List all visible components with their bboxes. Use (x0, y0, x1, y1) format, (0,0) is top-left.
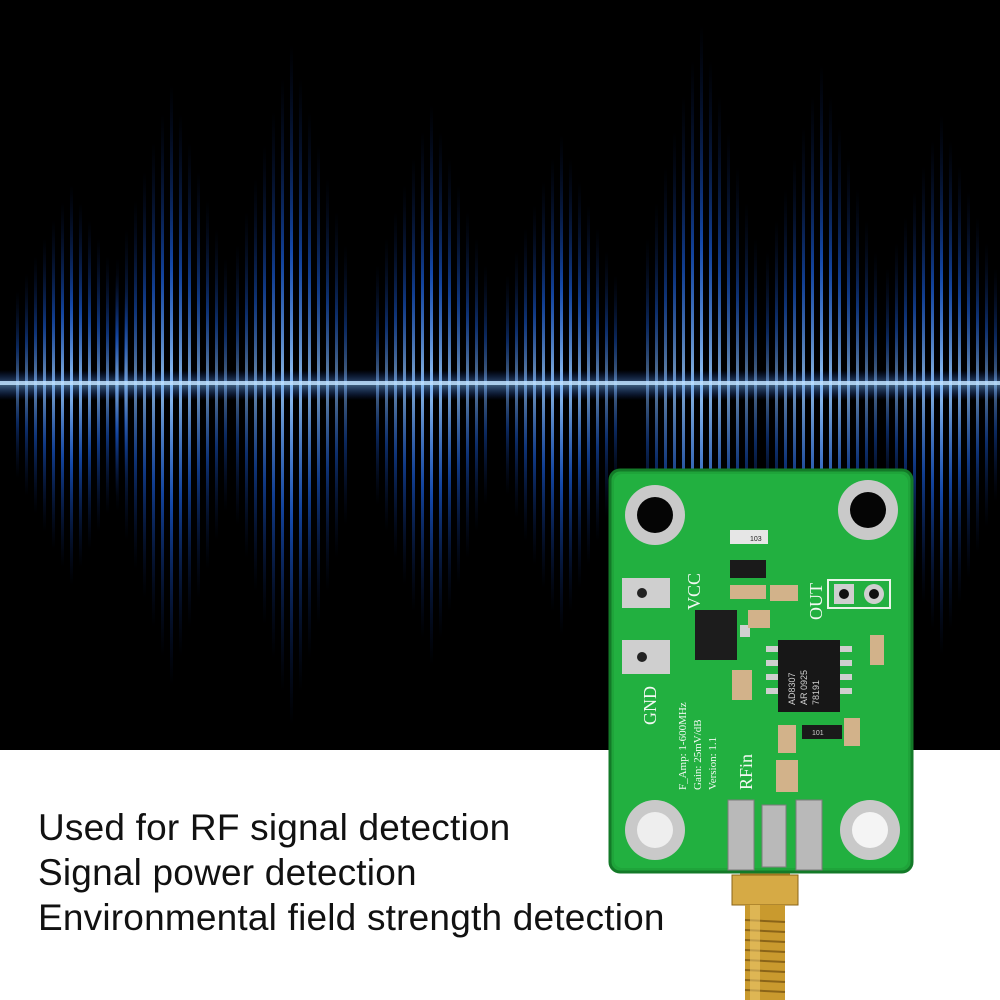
chip-marking: AD8307 (787, 672, 797, 705)
chip-marking: AR 0925 (799, 670, 809, 705)
rfin-label: RFin (736, 754, 756, 790)
voltage-regulator (695, 610, 737, 660)
spec-version: Version: 1.1 (707, 737, 719, 790)
sma-connector (731, 860, 799, 1000)
sound-wave-graphic (0, 25, 1000, 745)
spec-gain: Gain: 25mV/dB (692, 719, 704, 790)
mounting-hole (625, 485, 685, 545)
feature-item: Used for RF signal detection (38, 807, 511, 848)
resistor-marking: 101 (812, 730, 824, 737)
gnd-label: GND (640, 686, 660, 725)
rf-input-pins (727, 799, 823, 871)
resistor-marking: 103 (750, 536, 762, 543)
rf-detector-module: VCC GND OUT RFin F_Amp: 1-600MHz Gain: 2… (600, 460, 930, 1000)
spec-frequency: F_Amp: 1-600MHz (677, 702, 689, 790)
out-header (827, 579, 891, 609)
signal-wave-banner (0, 0, 1000, 750)
chip-marking: 78191 (811, 680, 821, 705)
feature-list: Used for RF signal detection Signal powe… (38, 805, 665, 940)
mounting-hole (838, 480, 898, 540)
mounting-hole (625, 800, 685, 860)
detector-chip (766, 640, 852, 712)
feature-item: Environmental field strength detection (38, 897, 665, 938)
vcc-pad (622, 578, 670, 608)
gnd-pad (622, 640, 670, 674)
vcc-label: VCC (684, 573, 704, 610)
mounting-hole (840, 800, 900, 860)
feature-item: Signal power detection (38, 852, 417, 893)
pcb-board (608, 468, 914, 874)
smd-components (730, 530, 884, 792)
out-label: OUT (806, 583, 826, 620)
